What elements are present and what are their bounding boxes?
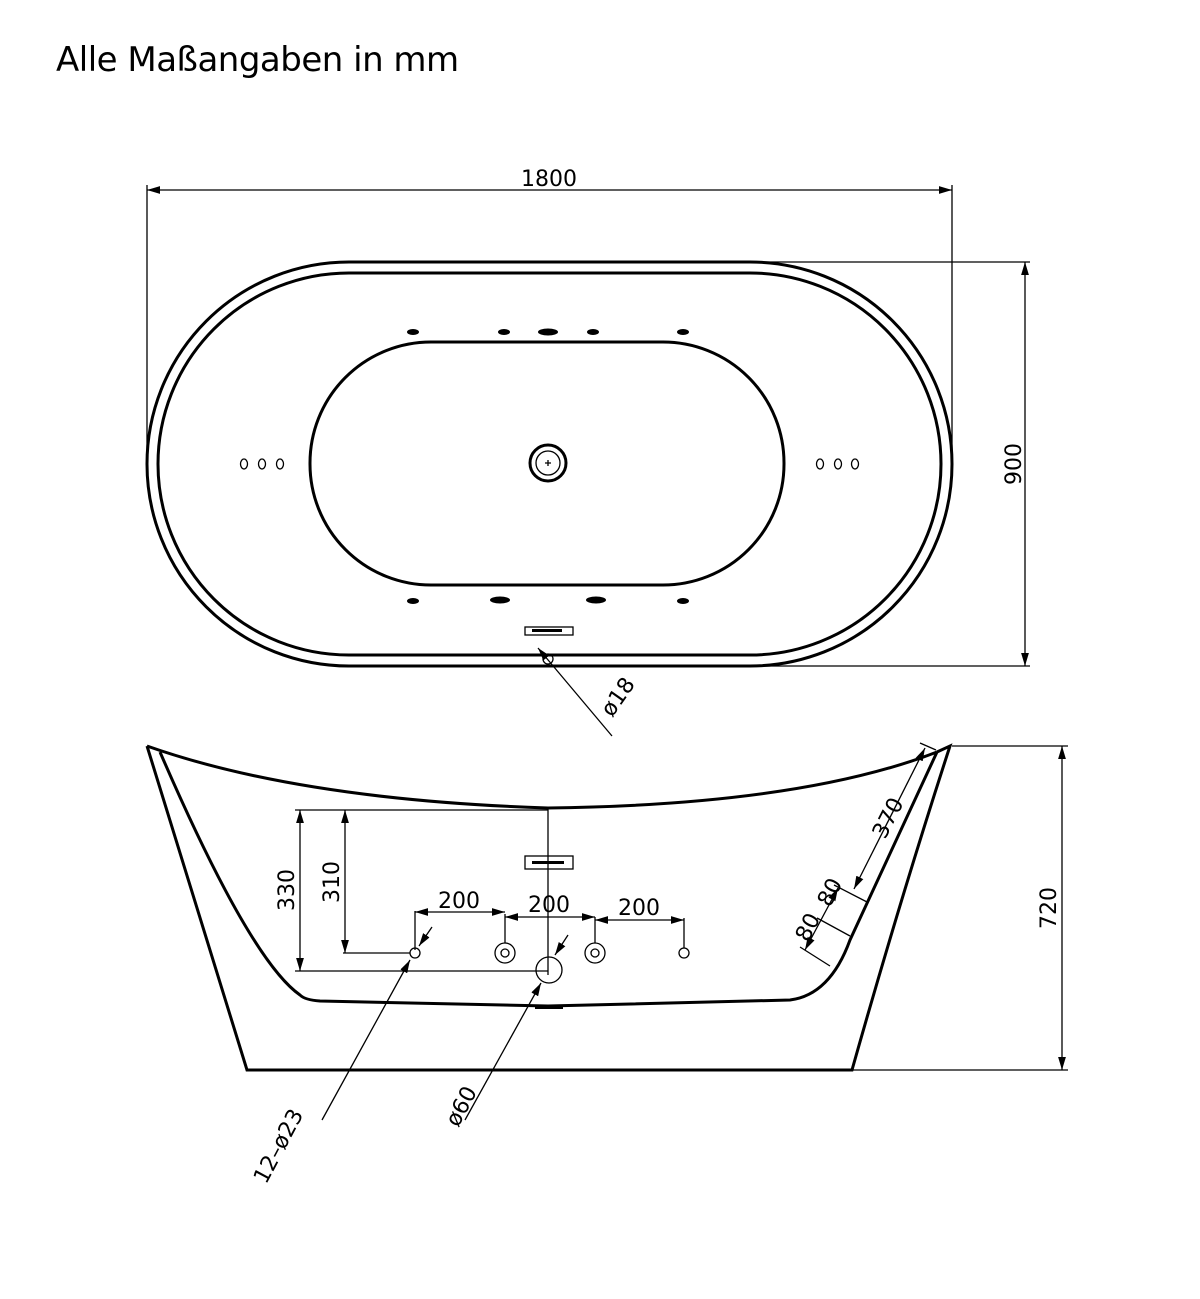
overflow-top [524,626,574,636]
spacing-dim-2: 200 [528,893,570,918]
overflow-side [524,855,574,870]
jets-dim: 12–ø23 [249,1105,309,1188]
step-dim-1: 80 [813,874,848,910]
drain-outer [528,443,568,483]
top-view: ø18 1800 900 [145,167,1030,737]
side-view: 330 310 200 200 200 12–ø23 ø60 370 80 80 [145,742,1068,1188]
jets-top-row [407,328,689,336]
jets-bottom-row [407,596,689,604]
tub-side-rim [146,744,938,810]
drain-center-mark [545,460,551,466]
tub-outer-outline [145,260,954,668]
step-dim-2: 80 [791,909,826,945]
tub-side-inner [158,751,939,1008]
jets-side [239,458,860,470]
drain-dim: ø60 [441,1082,483,1130]
height-dim: 720 [1037,887,1062,929]
spacing-dim-1: 200 [438,889,480,914]
tub-rim-outline [156,271,943,657]
length-dim: 1800 [521,167,577,192]
page-title: Alle Maßangaben in mm [56,40,459,80]
overflow-dim: ø18 [596,673,640,721]
tub-side-outer [145,743,953,1072]
jet [584,942,606,964]
height-330-dim: 330 [275,869,300,911]
jet [678,947,690,959]
spacing-dim-3: 200 [618,896,660,921]
jet [494,942,516,964]
drain-inner [535,450,561,476]
rim-length-dim: 370 [868,794,909,843]
drain-side [535,956,563,984]
tub-basin-outline [308,340,786,587]
width-dim: 900 [1002,443,1027,485]
height-310-dim: 310 [320,861,345,903]
